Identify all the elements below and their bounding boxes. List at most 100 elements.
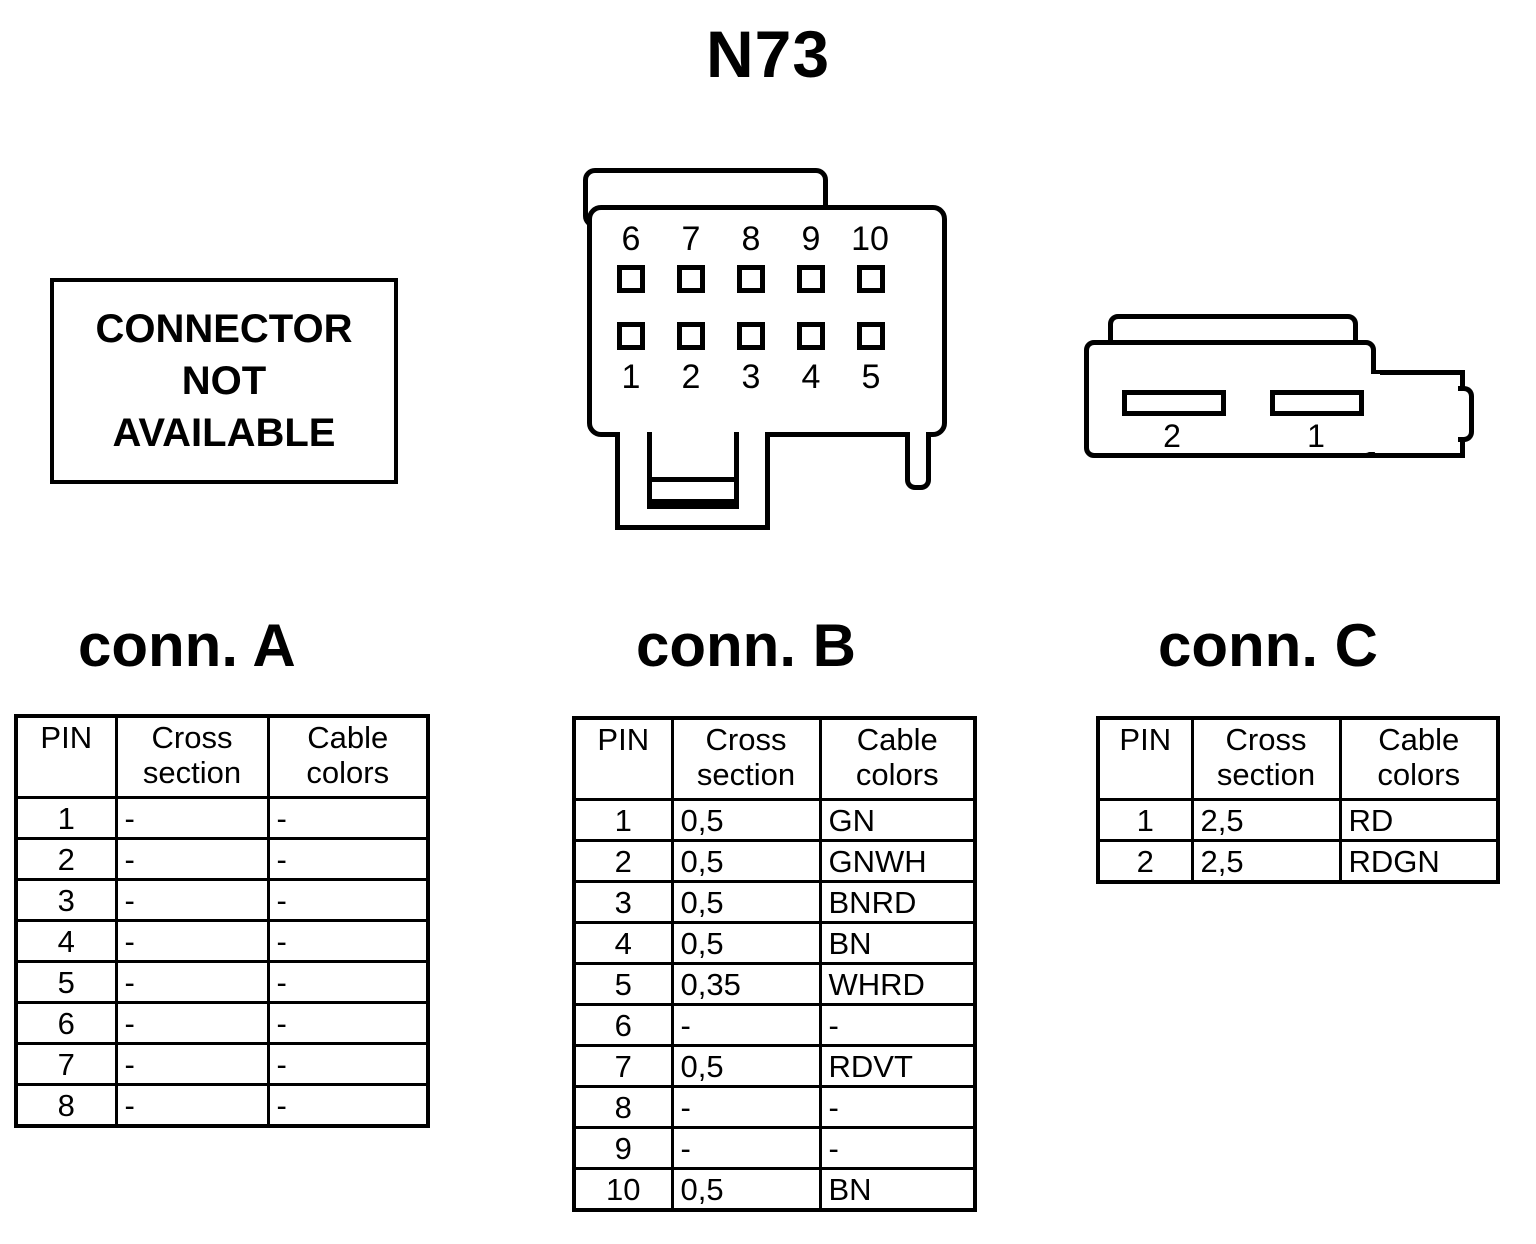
header-cross-section: Cross section <box>114 714 270 799</box>
cell-cross-section: - <box>670 1085 822 1129</box>
connector-c-pin-label-1: 1 <box>1307 418 1325 454</box>
not-available-line-3: AVAILABLE <box>112 411 336 455</box>
cell-pin: 9 <box>572 1126 674 1170</box>
connector-c-keying-nub <box>1458 386 1474 442</box>
cell-cable-colors: - <box>266 796 430 840</box>
table-row: 6-- <box>14 1001 430 1045</box>
cell-pin: 8 <box>14 1083 118 1128</box>
conn-c-heading: conn. C <box>1158 612 1378 679</box>
connector-b-pin-label-6: 6 <box>621 220 641 258</box>
connector-b-pin-label-9: 9 <box>801 220 821 258</box>
cell-cable-colors: RDVT <box>818 1044 977 1088</box>
header-cable-colors: Cable colors <box>818 716 977 801</box>
cell-cross-section: - <box>114 878 270 922</box>
header-cable-colors: Cable colors <box>1338 716 1500 801</box>
header-cross-section: Cross section <box>1190 716 1342 801</box>
cell-cable-colors: - <box>266 878 430 922</box>
connector-b-cavity-4 <box>797 322 825 350</box>
header-pin: PIN <box>1096 716 1194 801</box>
cell-cross-section: 0,5 <box>670 921 822 965</box>
header-cable-colors-line1: Cable <box>1378 722 1460 757</box>
header-cable-colors-line2: colors <box>1377 757 1461 792</box>
cell-cross-section: - <box>114 837 270 881</box>
connector-b-side-tab <box>905 432 931 490</box>
connector-b-pin-label-8: 8 <box>741 220 761 258</box>
header-cross-section-line1: Cross <box>705 722 787 757</box>
connector-b-latch-rib-2 <box>647 504 739 509</box>
connector-b-cavity-8 <box>737 265 765 293</box>
table-row: 8-- <box>572 1085 977 1129</box>
connector-b-pin-label-1: 1 <box>621 358 641 396</box>
connector-b-cavity-5 <box>857 322 885 350</box>
cell-pin: 1 <box>1096 798 1194 842</box>
cell-cross-section: - <box>114 796 270 840</box>
cell-cross-section: 0,5 <box>670 798 822 842</box>
cell-pin: 2 <box>14 837 118 881</box>
table-row: 5-- <box>14 960 430 1004</box>
header-cross-section-line1: Cross <box>151 720 233 755</box>
table-header-row: PIN Cross section Cable colors <box>572 716 977 801</box>
connector-b-diagram: 6 7 8 9 10 1 2 3 4 5 <box>575 160 970 540</box>
header-cable-colors: Cable colors <box>266 714 430 799</box>
connector-b-pin-label-2: 2 <box>681 358 701 396</box>
cell-cross-section: 0,5 <box>670 839 822 883</box>
cell-cross-section: 2,5 <box>1190 839 1342 884</box>
cell-pin: 5 <box>572 962 674 1006</box>
connector-b-cavity-2 <box>677 322 705 350</box>
connector-b-pin-label-4: 4 <box>801 358 821 396</box>
connector-c-cavity-2 <box>1122 390 1226 416</box>
connector-c-cavity-1 <box>1270 390 1364 416</box>
cell-cross-section: - <box>114 1042 270 1086</box>
cell-cable-colors: BN <box>818 1167 977 1212</box>
header-pin: PIN <box>572 716 674 801</box>
cell-pin: 6 <box>572 1003 674 1047</box>
connector-not-available-box: CONNECTOR NOT AVAILABLE <box>50 278 398 484</box>
cell-pin: 5 <box>14 960 118 1004</box>
cell-cable-colors: BNRD <box>818 880 977 924</box>
cell-pin: 4 <box>14 919 118 963</box>
connector-b-cavity-6 <box>617 265 645 293</box>
header-cross-section-line2: section <box>142 755 242 790</box>
cell-pin: 7 <box>14 1042 118 1086</box>
connector-b-pin-label-7: 7 <box>681 220 701 258</box>
header-cable-colors-line2: colors <box>306 755 390 790</box>
cell-pin: 7 <box>572 1044 674 1088</box>
connector-b-cavity-1 <box>617 322 645 350</box>
cell-cable-colors: - <box>266 1042 430 1086</box>
table-row: 4-- <box>14 919 430 963</box>
cell-cable-colors: RDGN <box>1338 839 1500 884</box>
connector-b-cavity-7 <box>677 265 705 293</box>
connector-b-latch-inner <box>647 432 739 504</box>
cell-cross-section: 0,35 <box>670 962 822 1006</box>
connector-c-diagram: 2 1 <box>1080 310 1500 470</box>
cell-pin: 10 <box>572 1167 674 1212</box>
table-row: 1-- <box>14 796 430 840</box>
table-row: 3-- <box>14 878 430 922</box>
cell-pin: 8 <box>572 1085 674 1129</box>
page-title: N73 <box>705 17 831 91</box>
cell-pin: 3 <box>572 880 674 924</box>
cell-cable-colors: - <box>818 1085 977 1129</box>
cell-cable-colors: - <box>266 837 430 881</box>
header-cross-section-line2: section <box>696 757 796 792</box>
cell-cross-section: 0,5 <box>670 1167 822 1212</box>
cell-pin: 3 <box>14 878 118 922</box>
cell-cable-colors: BN <box>818 921 977 965</box>
cell-pin: 2 <box>572 839 674 883</box>
conn-a-table-body: 1--2--3--4--5--6--7--8-- <box>14 796 430 1128</box>
connector-b-pin-label-3: 3 <box>741 358 761 396</box>
conn-a-heading: conn. A <box>78 612 296 679</box>
cell-cable-colors: - <box>266 1001 430 1045</box>
cell-pin: 6 <box>14 1001 118 1045</box>
cell-pin: 4 <box>572 921 674 965</box>
table-header-row: PIN Cross section Cable colors <box>1096 716 1500 801</box>
not-available-line-1: CONNECTOR <box>95 307 353 351</box>
table-row: 7-- <box>14 1042 430 1086</box>
